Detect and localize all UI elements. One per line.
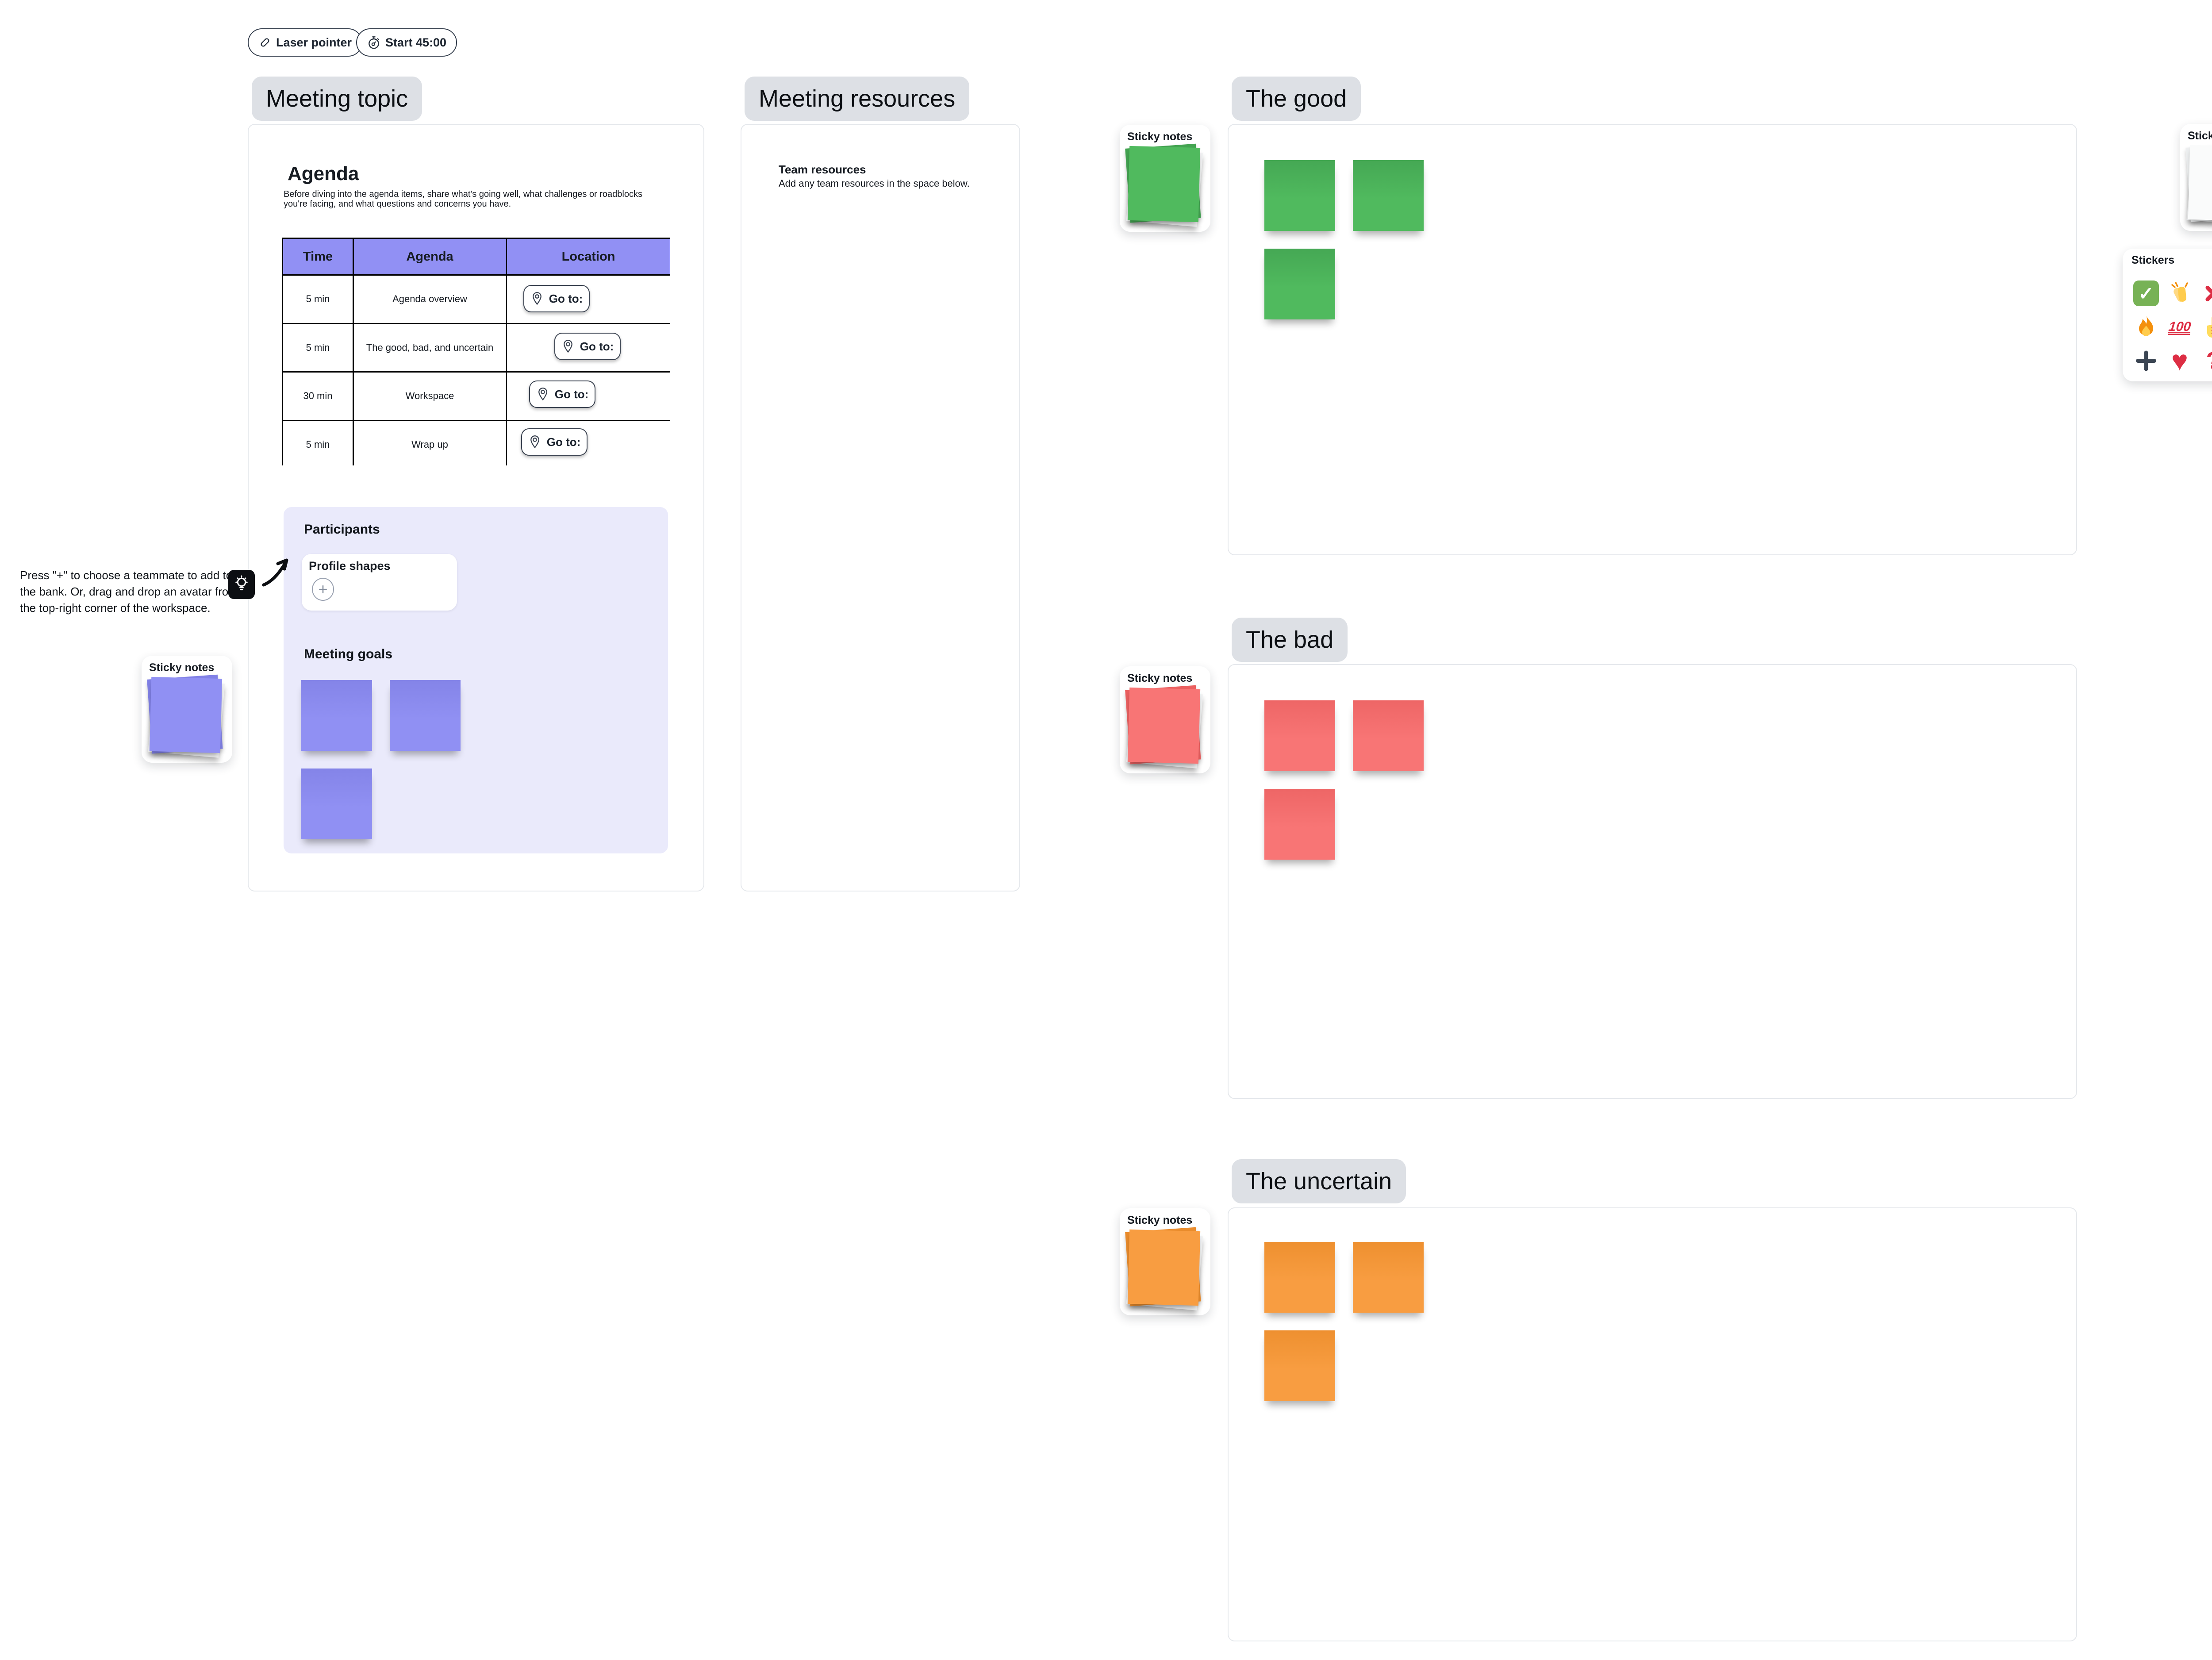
sticky-note[interactable] <box>301 769 372 839</box>
frame-title-the-uncertain[interactable]: The uncertain <box>1232 1159 1406 1203</box>
hundred-points-sticker[interactable]: 100 <box>2168 319 2192 334</box>
add-participant-button[interactable]: + <box>312 578 334 601</box>
sticky-note[interactable] <box>1353 1242 1424 1313</box>
agenda-cell-time: 30 min <box>283 372 353 420</box>
sticky-note[interactable] <box>1264 700 1335 771</box>
sticky-note[interactable] <box>390 680 461 751</box>
laser-pointer-label: Laser pointer <box>276 35 352 49</box>
sticky-pad-stack-icon <box>147 674 226 758</box>
frame-meeting-resources <box>741 124 1020 891</box>
location-pin-icon <box>538 388 547 401</box>
sticky-note[interactable] <box>1264 249 1335 319</box>
profile-shapes-card[interactable]: Profile shapes + <box>302 554 457 611</box>
goto-button-wrap-up[interactable]: Go to: <box>521 428 588 456</box>
profile-shapes-label: Profile shapes <box>309 559 391 573</box>
index-pointing-up-sticker[interactable] <box>2200 314 2212 340</box>
sticky-pad-stack-icon <box>1125 685 1204 769</box>
start-timer-button[interactable]: Start 45:00 <box>356 28 457 57</box>
sticky-note[interactable] <box>1264 1330 1335 1401</box>
sticky-notes-pad-label: Sticky notes <box>2188 130 2212 142</box>
laser-pointer-button[interactable]: Laser pointer <box>248 28 363 57</box>
agenda-table-header-agenda: Agenda <box>353 239 506 274</box>
agenda-cell-item: Agenda overview <box>353 275 506 323</box>
sticky-note[interactable] <box>1264 789 1335 860</box>
question-mark-sticker[interactable]: ? <box>2200 347 2212 374</box>
frame-title-meeting-resources[interactable]: Meeting resources <box>745 77 970 121</box>
sticky-note[interactable] <box>1264 160 1335 231</box>
laser-pen-icon <box>261 38 269 47</box>
plus-sticker[interactable] <box>2133 348 2159 373</box>
goto-button-good-bad-uncertain[interactable]: Go to: <box>554 333 621 360</box>
sticky-note[interactable] <box>1353 160 1424 231</box>
sticky-notes-pad-green[interactable]: Sticky notes <box>1120 125 1210 232</box>
agenda-cell-item: Workspace <box>353 372 506 420</box>
frame-title-the-bad[interactable]: The bad <box>1232 618 1348 662</box>
frame-title-the-good[interactable]: The good <box>1232 77 1361 121</box>
frame-title-meeting-topic[interactable]: Meeting topic <box>252 77 422 121</box>
agenda-heading: Agenda <box>288 163 359 184</box>
agenda-description: Before diving into the agenda items, sha… <box>284 189 642 209</box>
goto-label: Go to: <box>554 387 589 401</box>
agenda-table-header-location: Location <box>507 239 670 274</box>
agenda-table-header-time: Time <box>283 239 353 274</box>
cross-mark-sticker[interactable] <box>2200 281 2212 306</box>
sticky-notes-pad-label: Sticky notes <box>1127 131 1193 143</box>
check-mark-sticker[interactable]: ✓ <box>2133 281 2159 306</box>
location-pin-icon <box>532 292 541 305</box>
clapping-hands-sticker[interactable] <box>2167 281 2193 306</box>
sticky-notes-pad-label: Sticky notes <box>1127 672 1193 684</box>
sticky-notes-pad-label: Sticky notes <box>1127 1214 1193 1226</box>
sticky-pad-stack-icon <box>2185 142 2212 226</box>
sticky-notes-pad-white[interactable]: Sticky notes <box>2180 124 2212 231</box>
sticky-notes-pad-orange[interactable]: Sticky notes <box>1120 1208 1210 1315</box>
start-timer-label: Start 45:00 <box>385 35 447 49</box>
curved-arrow-icon <box>262 558 288 587</box>
team-resources-heading: Team resources <box>779 163 866 176</box>
sticky-pad-stack-icon <box>1125 143 1204 227</box>
sticky-note[interactable] <box>1264 1242 1335 1313</box>
goto-label: Go to: <box>580 339 614 353</box>
agenda-cell-time: 5 min <box>283 275 353 323</box>
stickers-card[interactable]: Stickers ✓ <box>2123 249 2212 381</box>
lightbulb-icon <box>228 570 255 599</box>
agenda-cell-time: 5 min <box>283 421 353 468</box>
red-heart-sticker[interactable]: ♥ <box>2171 345 2188 377</box>
stickers-title: Stickers <box>2131 254 2175 266</box>
location-pin-icon <box>563 340 572 353</box>
location-pin-icon <box>530 435 539 449</box>
agenda-cell-item: The good, bad, and uncertain <box>353 324 506 371</box>
agenda-cell-time: 5 min <box>283 324 353 371</box>
participants-heading: Participants <box>304 522 380 537</box>
goto-button-agenda-overview[interactable]: Go to: <box>523 285 590 312</box>
sticky-note[interactable] <box>1353 700 1424 771</box>
sticky-note[interactable] <box>301 680 372 751</box>
sticky-notes-pad-label: Sticky notes <box>149 661 215 674</box>
tip-text: Press "+" to choose a teammate to add to… <box>20 569 238 615</box>
stickers-grid: ✓ <box>2133 281 2212 377</box>
goto-label: Go to: <box>549 292 583 305</box>
team-resources-body: Add any team resources in the space belo… <box>779 178 970 189</box>
goto-label: Go to: <box>546 435 581 449</box>
stopwatch-icon <box>369 36 379 49</box>
sticky-pad-stack-icon <box>1125 1227 1204 1310</box>
fire-sticker[interactable] <box>2133 314 2159 340</box>
goto-button-workspace[interactable]: Go to: <box>529 380 595 408</box>
sticky-notes-pad-purple[interactable]: Sticky notes <box>142 656 232 763</box>
meeting-goals-heading: Meeting goals <box>304 647 393 661</box>
sticky-notes-pad-red[interactable]: Sticky notes <box>1120 666 1210 773</box>
agenda-cell-item: Wrap up <box>353 421 506 468</box>
